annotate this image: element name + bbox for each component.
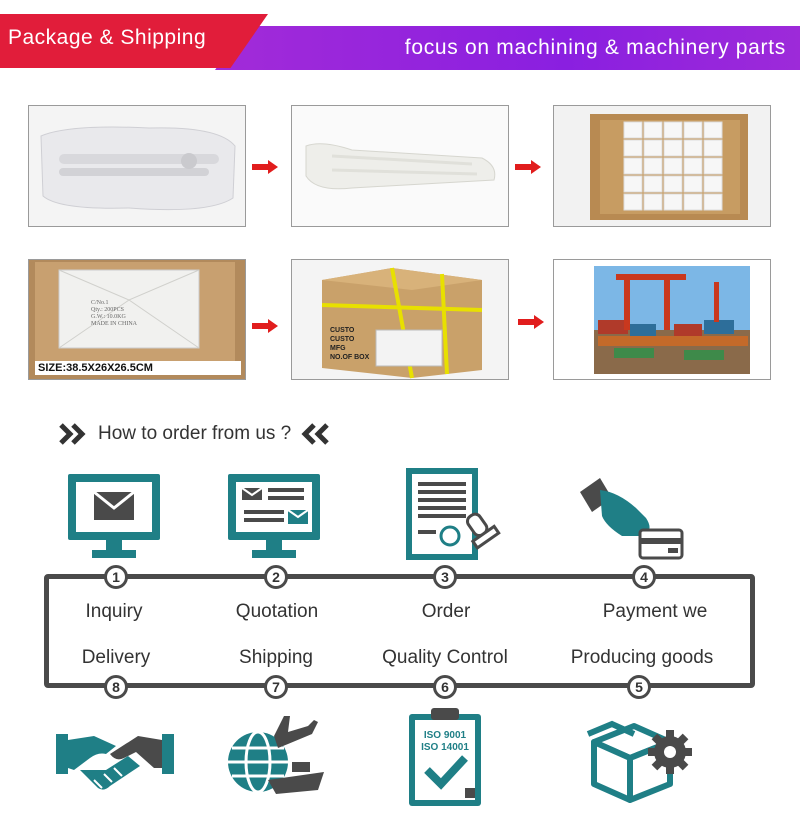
double-chevron-right-icon bbox=[59, 423, 86, 445]
photo-shipping-label-card: C/No.1 Qty.: 200PCS G.W.: 10.0KG MADE IN… bbox=[28, 259, 246, 380]
label-line: MADE IN CHINA bbox=[91, 321, 137, 327]
process-track bbox=[44, 574, 755, 688]
globe-plane-ship-icon bbox=[222, 706, 328, 803]
step-label-order: Order bbox=[421, 601, 471, 622]
label-line: Qty.: 200PCS bbox=[91, 307, 124, 313]
step-number: 6 bbox=[433, 675, 457, 699]
step-number: 8 bbox=[104, 675, 128, 699]
banner-right-title: focus on machining & machinery parts bbox=[404, 36, 786, 59]
strapped-carton-image bbox=[292, 260, 508, 379]
container-port-image bbox=[554, 260, 770, 379]
box-line: CUSTO bbox=[330, 327, 355, 334]
step-label-producing-goods: Producing goods bbox=[570, 647, 714, 668]
box-print-text: CUSTO CUSTO MFG NO.OF BOX bbox=[330, 326, 369, 362]
step-label-delivery: Delivery bbox=[81, 647, 151, 668]
banner-purple-strip bbox=[215, 26, 800, 70]
handshake-icon bbox=[54, 724, 176, 799]
iso-clipboard-icon: ISO 9001 ISO 14001 bbox=[405, 704, 485, 813]
header-banner: Package & Shipping focus on machining & … bbox=[0, 14, 800, 72]
label-line: G.W.: 10.0KG bbox=[91, 314, 126, 320]
photo-container-port bbox=[553, 259, 771, 380]
iso-9001-label: ISO 9001 bbox=[423, 730, 467, 741]
step-number: 7 bbox=[264, 675, 288, 699]
arrow-right-icon bbox=[252, 160, 278, 174]
iso-14001-label: ISO 14001 bbox=[421, 742, 469, 753]
photo-carton-of-packed-parts bbox=[553, 105, 771, 227]
payment-card-hand-icon bbox=[578, 476, 686, 569]
box-line: MFG bbox=[330, 345, 346, 352]
step-label-inquiry: Inquiry bbox=[85, 601, 143, 622]
arrow-right-icon bbox=[518, 315, 544, 329]
step-label-quality-control: Quality Control bbox=[382, 647, 508, 668]
how-to-order-text: How to order from us ? bbox=[98, 423, 292, 444]
double-chevron-left-icon bbox=[301, 423, 330, 445]
arrow-right-icon bbox=[515, 160, 541, 174]
step-number: 3 bbox=[433, 565, 457, 589]
step-label-payment: Payment we bbox=[602, 601, 708, 622]
step-number: 4 bbox=[632, 565, 656, 589]
photo-strapped-carton: CUSTO CUSTO MFG NO.OF BOX bbox=[291, 259, 509, 380]
arrow-right-icon bbox=[252, 319, 278, 333]
monitor-quotation-icon bbox=[226, 472, 322, 565]
box-gear-icon bbox=[584, 712, 696, 809]
iso-text: ISO 9001 ISO 14001 bbox=[405, 730, 485, 754]
banner-red-tab bbox=[0, 14, 268, 68]
banner-left-title: Package & Shipping bbox=[8, 26, 207, 49]
label-card-text: C/No.1 Qty.: 200PCS G.W.: 10.0KG MADE IN… bbox=[91, 300, 137, 328]
step-number: 2 bbox=[264, 565, 288, 589]
size-label: SIZE:38.5X26X26.5CM bbox=[35, 361, 241, 375]
order-document-stamp-icon bbox=[402, 466, 506, 567]
box-line: NO.OF BOX bbox=[330, 354, 370, 361]
step-number: 1 bbox=[104, 565, 128, 589]
step-number: 5 bbox=[627, 675, 651, 699]
foam-wrapped-part-image bbox=[292, 106, 508, 226]
photo-foam-wrapped-part bbox=[291, 105, 509, 227]
label-line: C/No.1 bbox=[91, 300, 109, 306]
step-label-shipping: Shipping bbox=[239, 647, 313, 668]
step-label-quotation: Quotation bbox=[235, 601, 319, 622]
monitor-mail-icon bbox=[66, 472, 162, 565]
shipping-label-card-image bbox=[29, 260, 245, 379]
box-line: CUSTO bbox=[330, 336, 355, 343]
carton-of-packed-parts-image bbox=[554, 106, 770, 226]
how-to-order-heading: How to order from us ? bbox=[58, 420, 331, 448]
photo-packed-part-bag bbox=[28, 105, 246, 227]
packed-part-bag-image bbox=[29, 106, 245, 226]
